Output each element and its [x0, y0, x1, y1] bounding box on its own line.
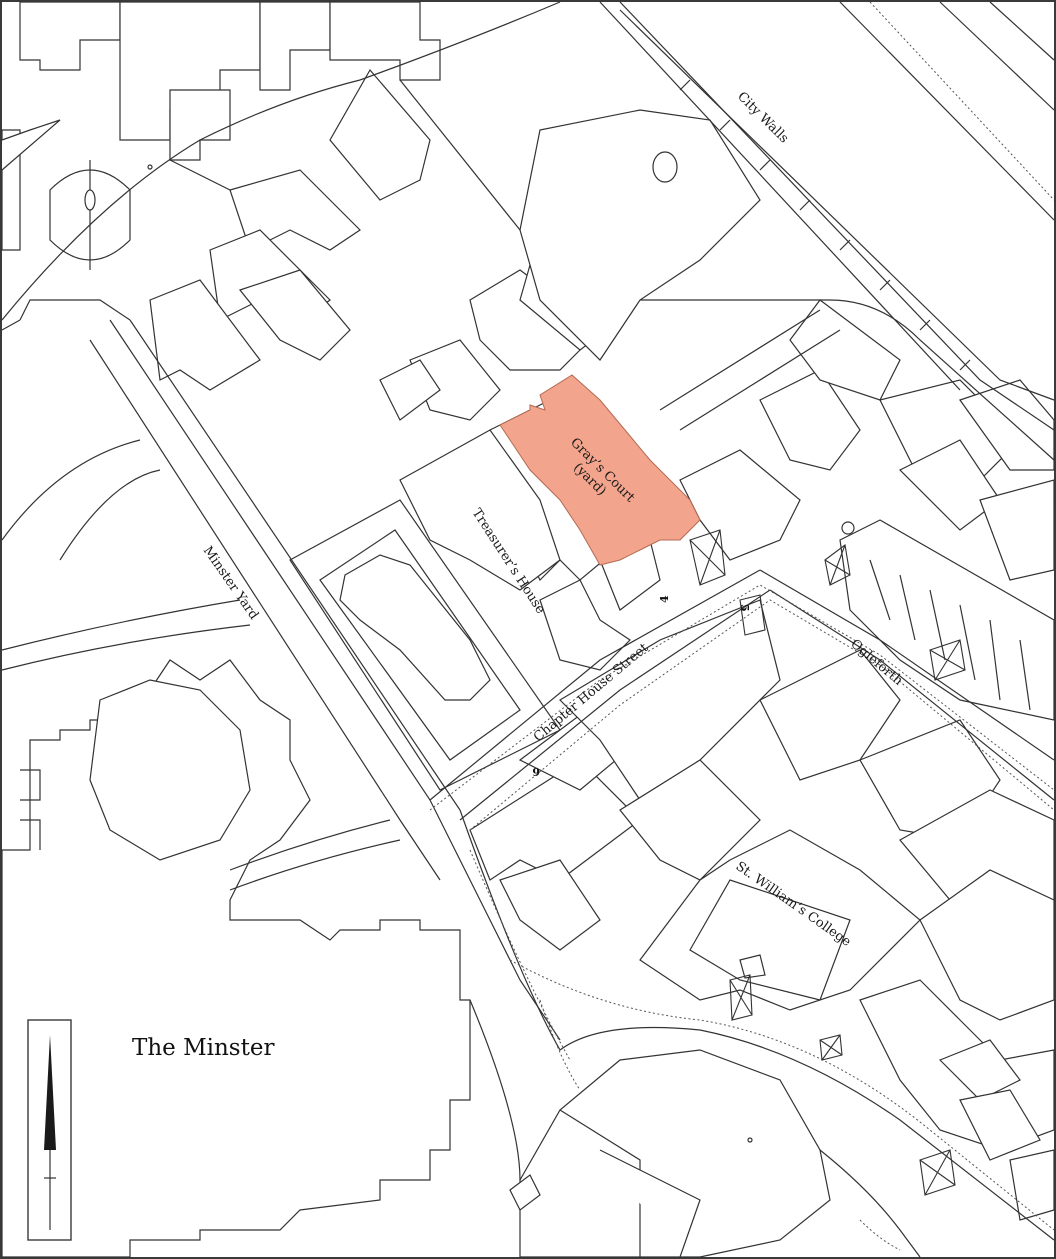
- label-the-minster: The Minster: [132, 1035, 274, 1061]
- pavement-lines: [429, 1, 1055, 1251]
- gates: [689, 521, 966, 1196]
- grays-court-yard-highlight: [499, 374, 701, 566]
- label-minster-yard: Minster Yard: [200, 544, 261, 623]
- minster-outline: [1, 659, 471, 1258]
- house-number-4: 4: [658, 595, 671, 603]
- label-city-walls: City Walls: [734, 89, 791, 146]
- house-number-5: 5: [738, 604, 751, 612]
- north-arrow-icon: [27, 1019, 72, 1241]
- house-number-6: 6: [532, 765, 540, 778]
